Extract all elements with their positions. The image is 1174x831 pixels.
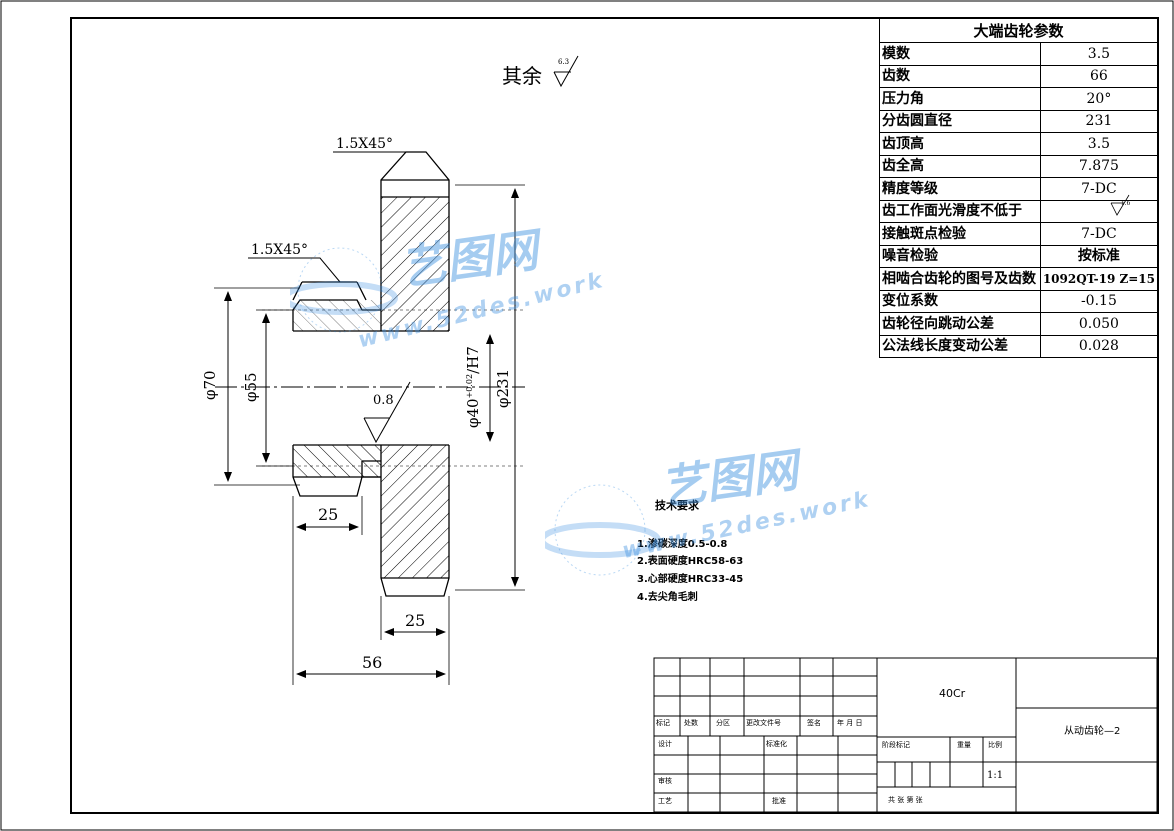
param-key: 噪音检验 (879, 244, 1041, 268)
roughness-symbol-rest (553, 55, 579, 88)
zone-label: 分区 (716, 719, 730, 727)
param-value-roughness: 1.6 (1039, 199, 1159, 223)
param-value: 7-DC (1039, 222, 1159, 246)
bore-tolerance: +0.02 (465, 373, 474, 399)
table-row: 噪音检验按标准 (879, 244, 1159, 268)
param-key: 模数 (879, 42, 1041, 66)
param-value: 20° (1039, 87, 1159, 111)
param-key: 分齿圆直径 (879, 109, 1041, 133)
chamfer-top-label: 1.5X45° (336, 136, 394, 152)
surface-note-roughness: 6.3 (558, 58, 570, 66)
list-item: 3.心部硬度HRC33-45 (637, 574, 744, 585)
material-label: 40Cr (939, 687, 966, 700)
design-label: 设计 (658, 740, 672, 748)
table-row: 变位系数-0.15 (879, 289, 1159, 313)
sheets-label: 共 张 第 张 (888, 796, 923, 804)
roughness-inner-label: 0.8 (373, 393, 394, 408)
param-value: 1092QT-19 Z=15 (1039, 267, 1159, 291)
rim-width-label: 25 (405, 611, 426, 630)
process-label: 工艺 (658, 797, 672, 805)
param-value: 按标准 (1039, 244, 1159, 268)
dia-bore-label: φ40+0.02/H7 (464, 346, 482, 428)
approve-label: 批准 (772, 797, 786, 805)
scale-title-label: 比例 (988, 741, 1002, 749)
param-value: 0.028 (1039, 334, 1159, 358)
param-key: 齿轮径向跳动公差 (879, 312, 1041, 336)
param-key: 接触斑点检验 (879, 222, 1041, 246)
param-value: 3.5 (1039, 42, 1159, 66)
scale-value: 1:1 (987, 770, 1004, 781)
weight-label: 重量 (957, 741, 971, 749)
doc-no-label: 更改文件号 (746, 719, 781, 727)
stage-label: 阶段标记 (882, 741, 910, 749)
param-value: 7.875 (1039, 154, 1159, 178)
param-key: 相啮合齿轮的图号及齿数 (879, 267, 1041, 291)
check-label: 审核 (658, 777, 672, 785)
param-value: 7-DC (1039, 177, 1159, 201)
param-value: 66 (1039, 64, 1159, 88)
dia-55-label: φ55 (242, 372, 260, 402)
count-label: 处数 (684, 719, 698, 727)
list-item: 1.渗碳深度0.5-0.8 (637, 539, 728, 550)
title-block: 40Cr 从动齿轮—2 1:1 标记 处数 分区 更改文件号 签名 年 月 日 … (654, 658, 1157, 812)
param-value: 0.050 (1039, 312, 1159, 336)
list-item: 4.去尖角毛刺 (637, 592, 698, 603)
date-label: 年 月 日 (837, 719, 863, 727)
chamfer-left-label: 1.5X45° (251, 242, 309, 258)
standardize-label: 标准化 (766, 740, 787, 748)
param-key: 齿工作面光滑度不低于 (879, 199, 1041, 223)
title-block-lines (653, 657, 1158, 813)
gear-section (292, 151, 450, 597)
extension-lines (214, 184, 525, 685)
mark-label: 标记 (656, 719, 670, 727)
param-key: 精度等级 (879, 177, 1041, 201)
param-key: 公法线长度变动公差 (879, 334, 1041, 358)
param-value: -0.15 (1039, 289, 1159, 313)
total-width-label: 56 (362, 653, 383, 672)
sign-label: 签名 (807, 719, 821, 727)
param-value: 231 (1039, 109, 1159, 133)
bore-fit: /H7 (464, 346, 482, 374)
roughness-symbol-inner (363, 381, 411, 444)
dia-70-label: φ70 (201, 370, 219, 400)
list-item: 2.表面硬度HRC58-63 (637, 556, 744, 567)
param-key: 变位系数 (879, 289, 1041, 313)
tech-requirements-title: 技术要求 (655, 499, 699, 512)
param-key: 齿全高 (879, 154, 1041, 178)
dimension-lines (224, 151, 519, 678)
param-key: 压力角 (879, 87, 1041, 111)
dia-231-label: φ231 (494, 368, 512, 408)
param-key: 齿数 (879, 64, 1041, 88)
param-key: 齿顶高 (879, 132, 1041, 156)
part-name-label: 从动齿轮—2 (1064, 726, 1121, 737)
param-value: 3.5 (1039, 132, 1159, 156)
inner-frame (70, 17, 1159, 814)
dia-bore-value: φ40 (464, 398, 482, 428)
surface-note-text: 其余 (502, 64, 542, 88)
hub-width-label: 25 (318, 505, 339, 524)
param-table-title: 大端齿轮参数 (879, 18, 1158, 43)
